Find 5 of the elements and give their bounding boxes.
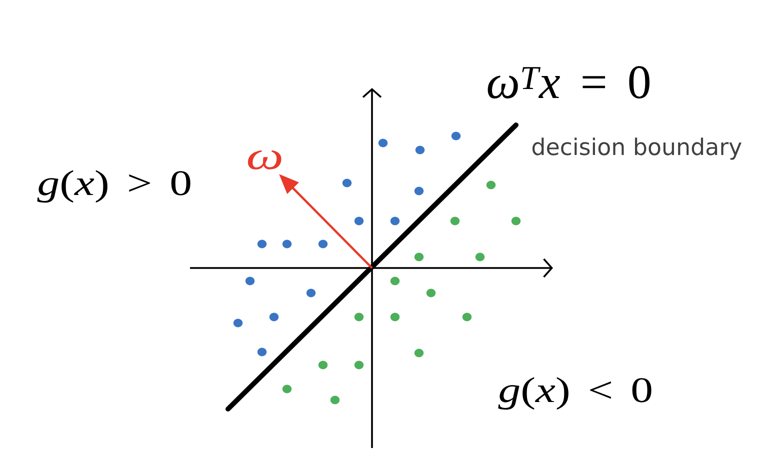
vector-label: ω [248, 150, 282, 170]
region-label: g(x) > 0 [37, 170, 190, 203]
boundary-label: decision boundary [532, 138, 742, 160]
equation-label: ω$^{T}$x = 0 [488, 66, 650, 98]
region-label: g(x) < 0 [498, 377, 652, 410]
